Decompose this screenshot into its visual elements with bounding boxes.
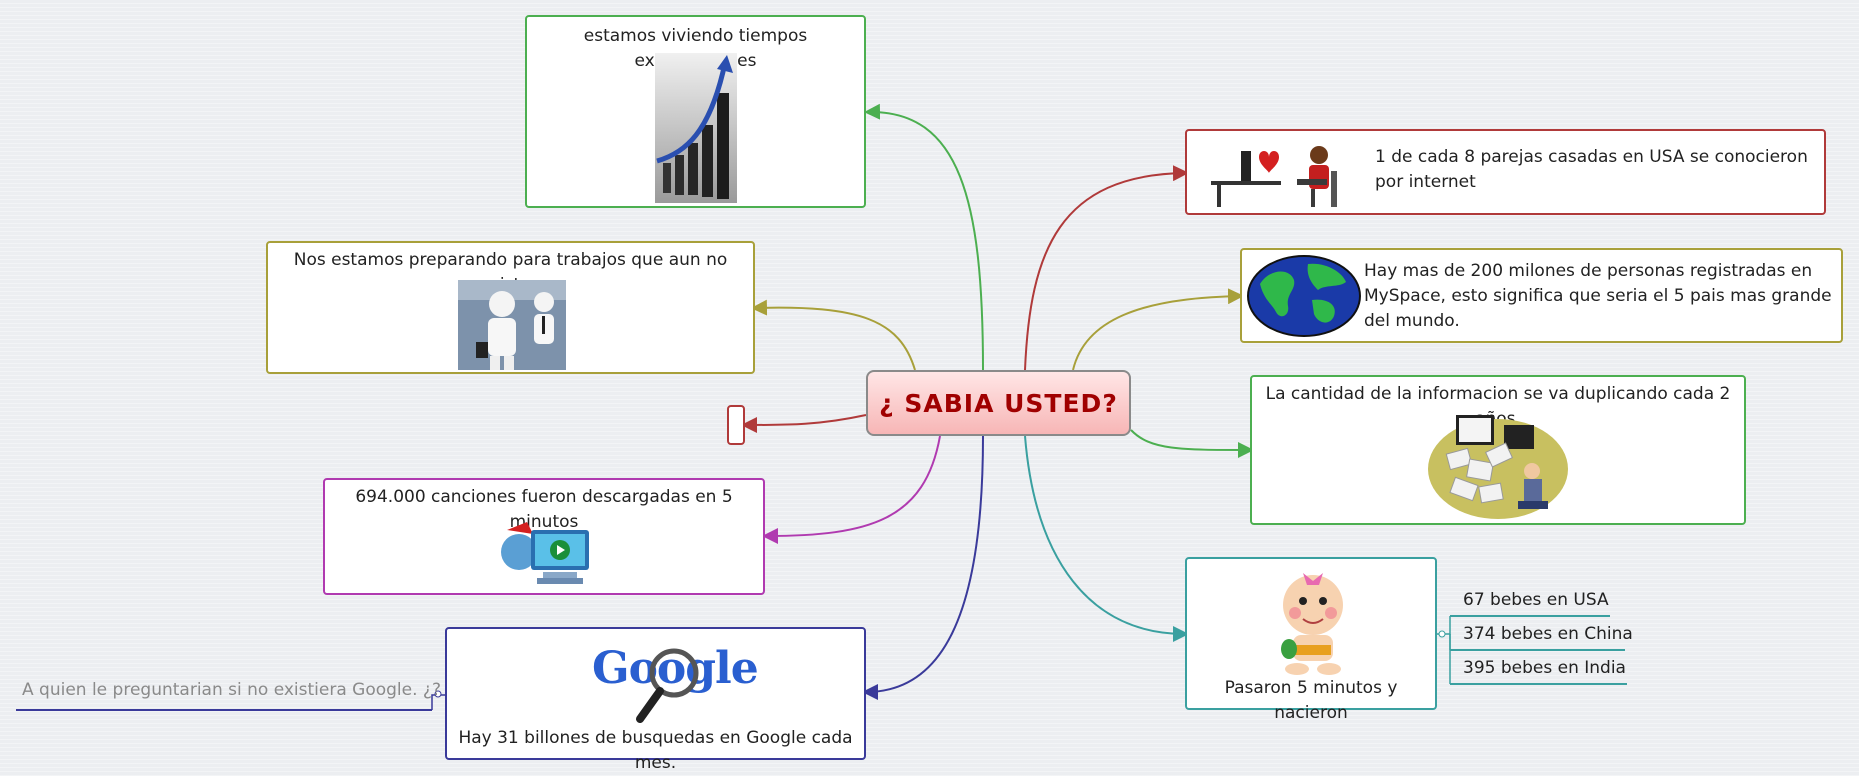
businessmen-image: [458, 280, 566, 370]
subtopic-babies-usa[interactable]: 67 bebes en USA: [1463, 590, 1609, 610]
central-topic[interactable]: ¿ SABIA USTED?: [866, 370, 1131, 436]
topic-songs[interactable]: 694.000 canciones fueron descargadas en …: [323, 478, 765, 595]
growth-chart-image: [655, 53, 737, 203]
topic-information[interactable]: La cantidad de la informacion se va dupl…: [1250, 375, 1746, 525]
central-topic-label: ¿ SABIA USTED?: [879, 388, 1118, 418]
topic-couples[interactable]: 1 de cada 8 parejas casadas en USA se co…: [1185, 129, 1826, 215]
google-logo-image: Google: [592, 643, 759, 723]
subtopic-babies-china[interactable]: 374 bebes en China: [1463, 624, 1633, 644]
topic-babies-label: Pasaron 5 minutos y nacieron: [1224, 678, 1398, 723]
information-overload-image: [1428, 415, 1568, 519]
topic-couples-label: 1 de cada 8 parejas casadas en USA se co…: [1375, 147, 1808, 192]
empty-topic[interactable]: [727, 405, 745, 445]
topic-jobs[interactable]: Nos estamos preparando para trabajos que…: [266, 241, 755, 374]
topic-myspace[interactable]: Hay mas de 200 milones de personas regis…: [1240, 248, 1843, 343]
subtopic-babies-usa-label: 67 bebes en USA: [1463, 590, 1609, 610]
google-question-subtopic[interactable]: A quien le preguntarian si no existiera …: [22, 680, 441, 700]
topic-myspace-label: Hay mas de 200 milones de personas regis…: [1364, 261, 1832, 331]
topic-google-label: Hay 31 billones de busquedas en Google c…: [458, 728, 853, 773]
topic-exponential[interactable]: estamos viviendo tiempos exponenciales: [525, 15, 866, 208]
globe-icon: [1247, 255, 1361, 337]
music-computer-image: [501, 522, 589, 584]
couple-computer-image: [1211, 146, 1337, 207]
topic-babies[interactable]: Pasaron 5 minutos y nacieron: [1185, 557, 1437, 723]
subtopic-babies-india[interactable]: 395 bebes en India: [1463, 658, 1626, 678]
topic-google[interactable]: Google Hay 31 billones de busquedas en G…: [445, 627, 866, 773]
subtopic-babies-india-label: 395 bebes en India: [1463, 658, 1626, 678]
subtopic-babies-china-label: 374 bebes en China: [1463, 624, 1633, 644]
google-question-label: A quien le preguntarian si no existiera …: [22, 680, 441, 700]
baby-image: [1281, 573, 1343, 675]
